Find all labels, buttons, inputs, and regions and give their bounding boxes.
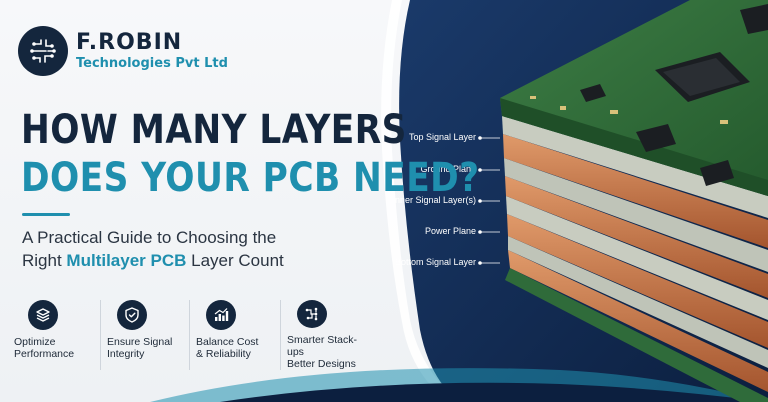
subheading-line-1: A Practical Guide to Choosing the (22, 228, 277, 247)
feature-label-line-2: Better Designs (287, 358, 356, 370)
brand: F.ROBIN Technologies Pvt Ltd (18, 26, 228, 76)
bar-chart-icon (206, 300, 236, 330)
divider (22, 213, 70, 216)
feature-label-line-2: Integrity (107, 348, 145, 360)
feature-label-line-1: Optimize (14, 336, 56, 348)
headline-line-1: HOW MANY LAYERS (21, 107, 407, 153)
feature-label-line-2: & Reliability (196, 348, 251, 360)
brand-subtitle: Technologies Pvt Ltd (76, 56, 228, 71)
feature-label: Optimize Performance (14, 336, 74, 360)
layer-label-ground-plane: Ground Plane (420, 164, 476, 174)
layer-label-top-signal: Top Signal Layer (408, 132, 476, 142)
subheading-highlight: Multilayer PCB (66, 251, 187, 270)
feature-signal-integrity: Ensure Signal Integrity (103, 300, 190, 370)
subheading-text-end: Layer Count (186, 251, 284, 270)
leader-lines (480, 137, 500, 264)
subheading-line-2: Right Multilayer PCB Layer Count (22, 249, 284, 272)
subheading: A Practical Guide to Choosing the Right … (22, 226, 284, 272)
circuit-brain-logo-icon (18, 26, 68, 76)
subheading-text: Right (22, 251, 67, 270)
layer-label-power-plane: Power Plane (424, 226, 476, 236)
headline: HOW MANY LAYERS DOES YOUR PCB NEED? (21, 106, 480, 202)
feature-label-line-1: Smarter Stack-ups (287, 334, 358, 358)
layers-icon (28, 300, 58, 330)
stack-layers (500, 0, 768, 402)
brand-name: F.ROBIN (76, 30, 183, 55)
circuit-icon (297, 300, 327, 328)
shield-check-icon (117, 300, 147, 330)
feature-label-line-2: Performance (14, 348, 75, 360)
layer-label-bottom-signal: Bottom Signal Layer (394, 257, 476, 267)
feature-label-line-1: Ensure Signal (107, 336, 173, 348)
feature-smarter-stackups: Smarter Stack-ups Better Designs (283, 300, 373, 370)
feature-list: Optimize Performance Ensure Signal Integ… (10, 300, 375, 370)
feature-label: Smarter Stack-ups Better Designs (287, 334, 373, 370)
feature-optimize-performance: Optimize Performance (10, 300, 101, 370)
feature-label: Balance Cost & Reliability (196, 336, 258, 360)
feature-label: Ensure Signal Integrity (107, 336, 172, 360)
feature-balance-cost: Balance Cost & Reliability (192, 300, 281, 370)
feature-label-line-1: Balance Cost (196, 336, 259, 348)
headline-line-2: DOES YOUR PCB NEED? (21, 155, 480, 201)
layer-label-inner-signal: Inner Signal Layer(s) (392, 195, 476, 205)
